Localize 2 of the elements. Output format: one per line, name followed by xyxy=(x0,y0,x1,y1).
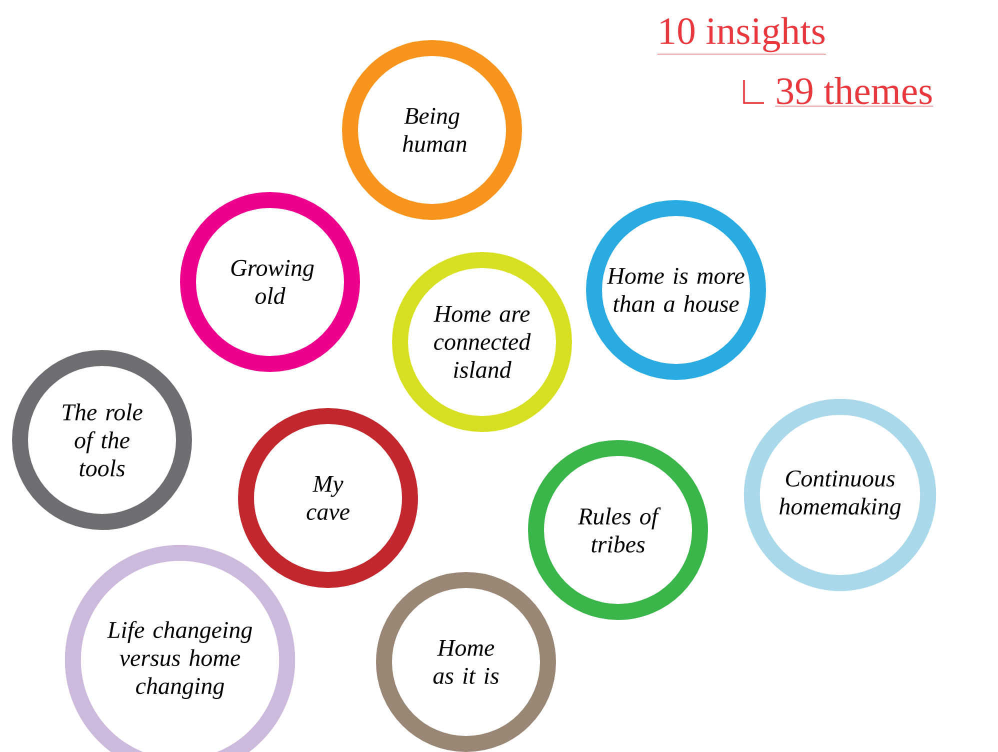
heading-text: 10 insights xyxy=(657,17,826,54)
heading-text: 39 themes xyxy=(775,77,934,106)
